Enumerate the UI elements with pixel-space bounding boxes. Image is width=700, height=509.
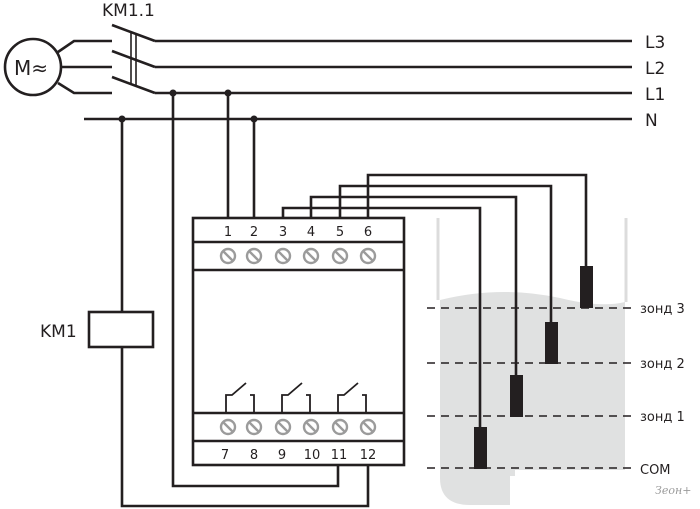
- coil-wire-bottom: [120, 347, 370, 508]
- level-label-3: зонд 3: [640, 302, 685, 317]
- screw-icon: [274, 247, 292, 265]
- level-label-com: COM: [640, 463, 671, 478]
- terminal-label-7: 7: [221, 448, 229, 463]
- screw-icon: [359, 247, 377, 265]
- terminal-label-11: 11: [331, 448, 348, 463]
- line-label-n: N: [645, 111, 658, 131]
- relay-contact-2: [281, 382, 303, 413]
- terminal-label-9: 9: [278, 448, 286, 463]
- relay-contact-1: [225, 382, 247, 413]
- level-label-2: зонд 2: [640, 357, 685, 372]
- terminal-label-10: 10: [304, 448, 321, 463]
- line-label-l3: L3: [645, 33, 665, 53]
- screw-terminals: [219, 247, 377, 436]
- screw-icon: [219, 418, 237, 436]
- level-label-1: зонд 1: [640, 410, 685, 425]
- probe-3: [580, 266, 593, 308]
- screw-icon: [302, 247, 320, 265]
- relay-contact-1-fixed: [250, 394, 255, 413]
- motor-lead-l3: [57, 39, 112, 54]
- contactor-km1-1: KM1.1: [102, 1, 156, 95]
- terminal-label-4: 4: [307, 225, 315, 240]
- motor: M≈: [3, 37, 112, 97]
- screw-icon: [219, 247, 237, 265]
- screw-icon: [359, 418, 377, 436]
- screw-icon: [331, 418, 349, 436]
- motor-label: M≈: [14, 56, 48, 80]
- terminal-label-5: 5: [336, 225, 344, 240]
- coil-label: KM1: [40, 322, 77, 342]
- coil-km1: [87, 310, 155, 349]
- terminal-label-6: 6: [364, 225, 372, 240]
- watermark: Зеон+: [655, 484, 691, 497]
- terminal-label-12: 12: [360, 448, 377, 463]
- terminal-label-2: 2: [250, 225, 258, 240]
- probe-wire-3: [366, 173, 588, 266]
- screw-icon: [331, 247, 349, 265]
- liquid: [440, 291, 625, 505]
- relay-body: [191, 216, 406, 467]
- terminal-label-8: 8: [250, 448, 258, 463]
- level-lines: [427, 307, 632, 469]
- relay-contacts: [225, 382, 367, 413]
- relay-contact-2-fixed: [306, 394, 311, 413]
- relay-contact-3: [337, 382, 359, 413]
- probe-wire-1: [309, 195, 518, 376]
- level-relay: 1 2 3 4 5 6 7 8 9 10 11 12: [191, 216, 406, 467]
- probe-wire-2: [338, 184, 553, 323]
- terminal-label-3: 3: [279, 225, 287, 240]
- screw-icon: [245, 247, 263, 265]
- probe-2: [545, 322, 558, 364]
- line-label-l2: L2: [645, 59, 665, 79]
- probe-wire-com: [281, 206, 482, 428]
- screw-icon: [302, 418, 320, 436]
- tank-bottom-gap: [510, 476, 626, 508]
- relay-contact-3-fixed: [362, 394, 367, 413]
- contact-blade-l1: [111, 75, 156, 95]
- screw-icon: [245, 418, 263, 436]
- line-label-l1: L1: [645, 85, 665, 105]
- contact-blade-l2: [111, 49, 156, 69]
- screw-icon: [274, 418, 292, 436]
- contactor-label: KM1.1: [102, 1, 155, 21]
- terminal-label-1: 1: [224, 225, 232, 240]
- probe-1: [510, 375, 523, 417]
- motor-lead-l1: [57, 81, 112, 95]
- wire-l1-to-11: [171, 93, 340, 488]
- contact-blade-l3: [111, 23, 156, 43]
- probe-com: [474, 427, 487, 469]
